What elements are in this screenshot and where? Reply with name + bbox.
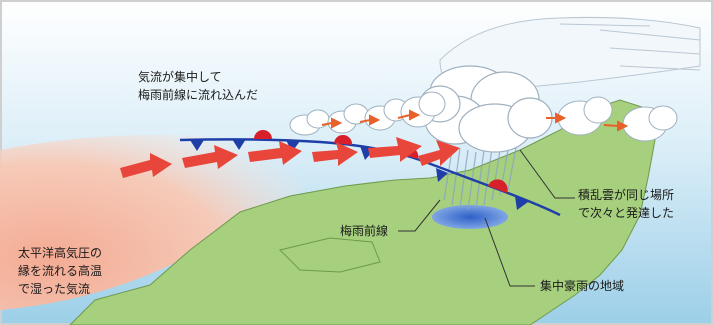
- cloud-right-2: [622, 105, 678, 142]
- heavy-rain-area: [432, 205, 508, 229]
- airflow-arrows: [120, 137, 460, 178]
- baiu-front-line: [179, 138, 561, 217]
- cloud-small-2: [327, 103, 369, 134]
- label-airflow-line1: 気流が集中して: [138, 70, 222, 84]
- warm-air-region: [0, 135, 330, 310]
- label-pacific-line1: 太平洋高気圧の: [18, 246, 103, 260]
- label-cumulonimbus-line2: で次々と発達した: [578, 206, 675, 220]
- label-heavy-rain-text: 集中豪雨の地域: [540, 279, 625, 293]
- label-pacific-line2: 縁を流れる高温: [18, 264, 103, 278]
- label-cumulonimbus-line1: 積乱雲が同じ場所: [578, 188, 675, 202]
- label-pacific-high-airflow: 太平洋高気圧の 縁を流れる高温 で湿った気流: [18, 244, 102, 298]
- label-baiu-front-text: 梅雨前線: [340, 224, 389, 238]
- cloud-small-1: [289, 109, 330, 136]
- cloud-flow-arrows: [321, 109, 629, 132]
- cloud-right-1: [557, 96, 613, 136]
- cloud-small-3: [364, 98, 409, 131]
- label-cumulonimbus: 積乱雲が同じ場所 で次々と発達した: [578, 186, 674, 222]
- anvil-cloud-wind-lines: [559, 23, 701, 71]
- label-pacific-line3: で湿った気流: [18, 282, 91, 296]
- label-baiu-front: 梅雨前線: [340, 222, 388, 240]
- label-leader-lines: [398, 149, 575, 287]
- label-heavy-rain-region: 集中豪雨の地域: [540, 277, 624, 295]
- front-cold-triangles: [190, 139, 528, 210]
- label-airflow-concentrated: 気流が集中して 梅雨前線に流れ込んだ: [138, 68, 258, 104]
- landmass-southern-island: [279, 237, 381, 273]
- label-airflow-line2: 梅雨前線に流れ込んだ: [138, 88, 259, 102]
- cumulonimbus-tower: [419, 65, 553, 153]
